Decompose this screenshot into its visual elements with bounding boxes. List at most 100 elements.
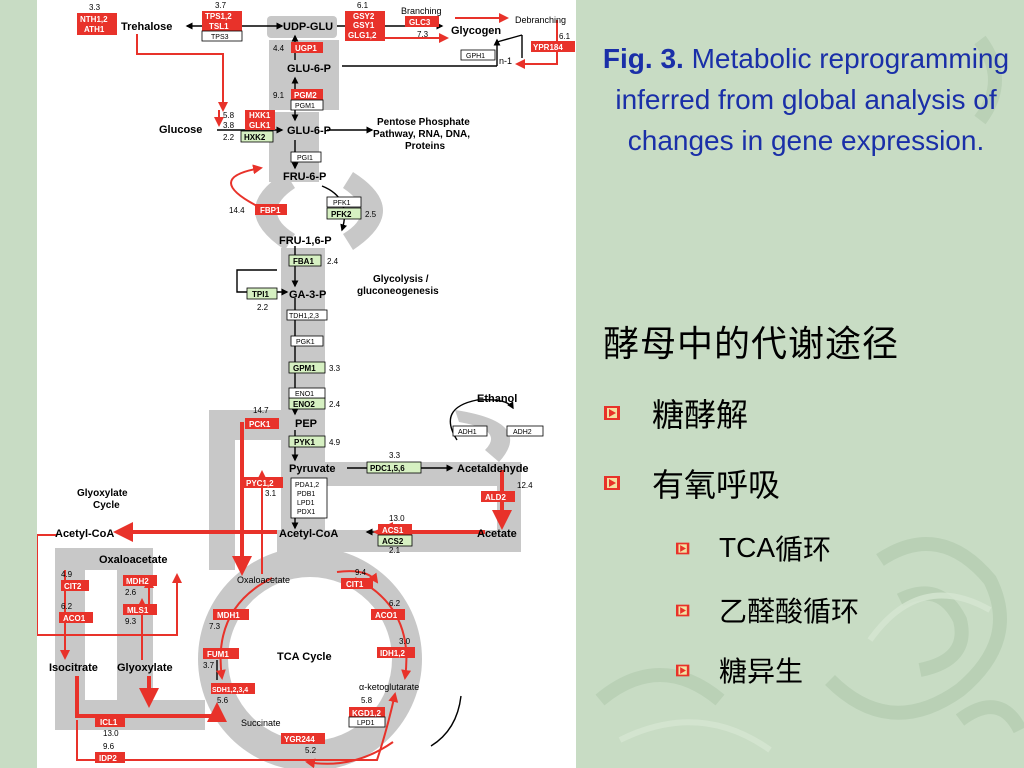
value-nth: 3.3 <box>89 3 101 12</box>
value-pdc: 3.3 <box>389 451 401 460</box>
bullet-item-aerobic-respiration: 有氧呼吸 <box>604 460 780 506</box>
enzyme-cit1: CIT1 <box>346 580 364 589</box>
enzyme-aco1-glyox: ACO1 <box>63 614 86 623</box>
value-mls1: 9.3 <box>125 617 137 626</box>
value-acs2: 2.1 <box>389 546 401 555</box>
subbullet-item-gluconeogenesis: 糖异生 <box>676 650 803 690</box>
branching-label: Branching <box>401 6 442 16</box>
value-ypr184: 6.1 <box>559 32 571 41</box>
bullet-label: 糖酵解 <box>652 396 749 434</box>
bullet-icon <box>604 476 620 490</box>
value-pfk2: 2.5 <box>365 210 377 219</box>
value-sdh: 5.6 <box>217 696 229 705</box>
enzyme-tps: TPS1,2 <box>205 12 232 21</box>
caption-text: Metabolic reprogramming inferred from gl… <box>615 43 1010 156</box>
glycolysis-label-1: Glycolysis / <box>373 274 429 285</box>
enzyme-lpd1: LPD1 <box>357 720 375 727</box>
enzyme-ald2: ALD2 <box>485 493 506 502</box>
enzyme-pfk1: PFK1 <box>333 200 351 207</box>
metabolite-labels: Trehalose UDP-GLU Glycogen GLU-6-P Gluco… <box>49 21 529 728</box>
value-hxk1: 5.8 <box>223 111 235 120</box>
enzyme-pgm2: PGM2 <box>294 91 317 100</box>
slide-heading: 酵母中的代谢途径 <box>603 324 900 365</box>
fru6p-label: FRU-6-P <box>283 171 326 183</box>
glyoxylate-label: Glyoxylate <box>117 662 173 674</box>
value-mdh2: 2.6 <box>125 588 137 597</box>
enzyme-pyk1: PYK1 <box>294 438 315 447</box>
enzyme-icl1: ICL1 <box>100 718 118 727</box>
fru16p-label: FRU-1,6-P <box>279 235 332 247</box>
enzyme-mdh1: MDH1 <box>217 611 240 620</box>
glycolysis-label-2: gluconeogenesis <box>357 286 439 297</box>
enzyme-pdx1: PDX1 <box>297 509 315 516</box>
subbullet-item-glyoxylate-cycle: 乙醛酸循环 <box>676 590 859 630</box>
glu6p-top-label: GLU-6-P <box>287 63 331 75</box>
enzyme-pfk2: PFK2 <box>331 210 352 219</box>
ppp-label-1: Pentose Phosphate <box>377 117 470 128</box>
enzyme-lpd1-pdh: LPD1 <box>297 500 315 507</box>
enzyme-glk1: GLK1 <box>249 121 271 130</box>
unchanged-enzymes: TPS3 GPH1 PGM1 PGI1 PFK1 TDH1,2,3 PGK1 E… <box>201 30 544 728</box>
bullet-label: 有氧呼吸 <box>652 466 781 504</box>
value-idh: 3.0 <box>399 637 411 646</box>
value-eno2: 2.4 <box>329 400 341 409</box>
subbullet-label: 乙醛酸循环 <box>719 595 860 628</box>
subbullet-label: 糖异生 <box>719 655 804 688</box>
ethanol-label: Ethanol <box>477 393 517 405</box>
enzyme-pyc: PYC1,2 <box>246 479 274 488</box>
value-pyc: 3.1 <box>265 489 277 498</box>
enzyme-adh1: ADH1 <box>458 429 477 436</box>
glyoxylate-cycle-label-2: Cycle <box>93 500 120 511</box>
bullet-item-glycolysis: 糖酵解 <box>604 390 748 436</box>
enzyme-eno2: ENO2 <box>293 400 315 409</box>
enzyme-tps3: TPS3 <box>211 34 229 41</box>
value-gpm1: 3.3 <box>329 364 341 373</box>
enzyme-aco1-tca: ACO1 <box>375 611 398 620</box>
metabolic-pathway-diagram: Trehalose UDP-GLU Glycogen GLU-6-P Gluco… <box>37 1 575 768</box>
enzyme-hxk1: HXK1 <box>249 111 271 120</box>
acetate-label: Acetate <box>477 528 517 540</box>
succinate-label: Succinate <box>241 718 281 728</box>
value-cit2: 4.9 <box>61 570 73 579</box>
figure-number: Fig. 3. <box>602 43 684 74</box>
value-fum1: 3.7 <box>203 661 215 670</box>
value-tpi1: 2.2 <box>257 303 269 312</box>
enzyme-tpi1: TPI1 <box>252 290 269 299</box>
value-ygr244: 5.2 <box>305 746 317 755</box>
value-fbp1: 14.4 <box>229 206 245 215</box>
oxaloacetate-glyox-label: Oxaloacetate <box>99 554 167 566</box>
value-tps: 3.7 <box>215 1 227 10</box>
debranching-label: Debranching <box>515 15 566 25</box>
section-labels: Branching Debranching n-1 Glycolysis / g… <box>77 6 566 663</box>
enzyme-pgk1: PGK1 <box>296 339 315 346</box>
ppp-label-3: Proteins <box>405 141 445 152</box>
enzyme-gph1: GPH1 <box>466 53 485 60</box>
downregulated-enzymes: HXK2 PFK2 FBA1 TPI1 GPM1 ENO2 PYK1 PDC1,… <box>240 130 422 547</box>
value-acs1: 13.0 <box>389 514 405 523</box>
enzyme-pck1: PCK1 <box>249 420 271 429</box>
value-pyk1: 4.9 <box>329 438 341 447</box>
n-minus-1-label: n-1 <box>499 56 512 66</box>
bullet-icon <box>676 542 690 554</box>
value-idp2: 9.6 <box>103 742 115 751</box>
enzyme-adh2: ADH2 <box>513 429 532 436</box>
acetyl-coa-label: Acetyl-CoA <box>279 528 338 540</box>
enzyme-fbp1: FBP1 <box>260 206 281 215</box>
enzyme-kgd: KGD1,2 <box>352 709 381 718</box>
enzyme-ypr184: YPR184 <box>533 43 563 52</box>
value-aco1-tca: 6.2 <box>389 599 401 608</box>
fold-change-values: 3.3 3.7 6.1 7.3 6.1 4.4 9.1 5.8 3.8 2.2 … <box>61 1 571 755</box>
bullet-icon <box>676 664 690 676</box>
value-mdh1: 7.3 <box>209 622 221 631</box>
subbullet-label: 循环 <box>775 533 832 566</box>
enzyme-sdh: SDH1,2,3,4 <box>212 687 248 694</box>
enzyme-idp2: IDP2 <box>99 754 117 763</box>
enzyme-fum1: FUM1 <box>207 650 229 659</box>
value-gsy: 6.1 <box>357 1 369 10</box>
bullet-icon <box>604 406 620 420</box>
isocitrate-label: Isocitrate <box>49 662 98 674</box>
value-hxk2: 2.2 <box>223 133 235 142</box>
ga3p-label: GA-3-P <box>289 289 326 301</box>
enzyme-glg: GLG1,2 <box>348 31 377 40</box>
ppp-label-2: Pathway, RNA, DNA, <box>373 129 470 140</box>
